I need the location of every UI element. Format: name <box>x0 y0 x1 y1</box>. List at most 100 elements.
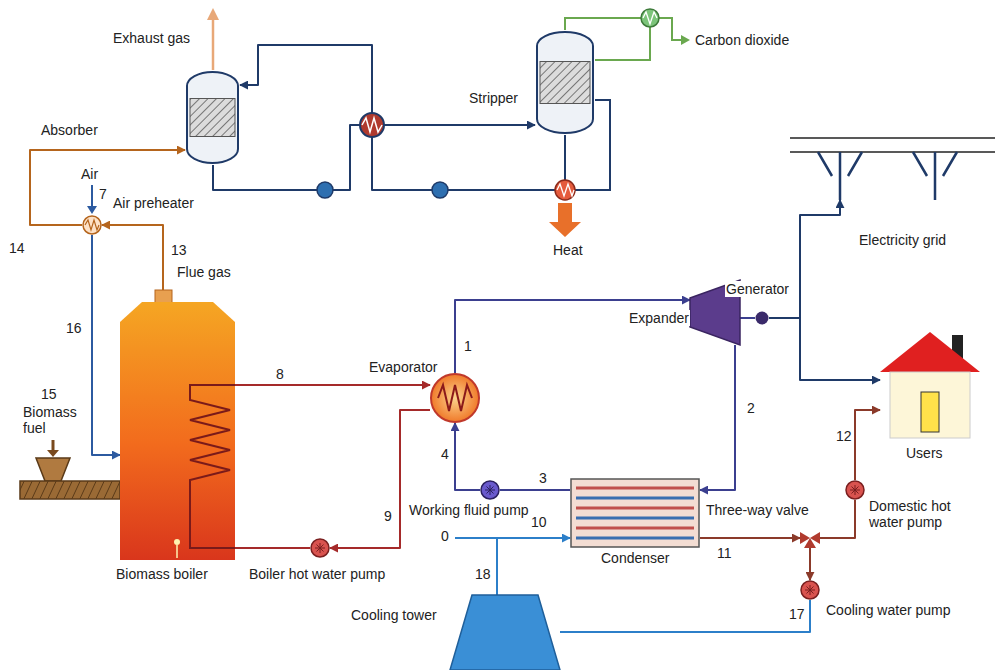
rich-solvent-pump <box>317 182 333 198</box>
component-tower: Cooling tower <box>450 595 560 670</box>
pipe-connector <box>455 423 480 490</box>
grid-pole <box>913 152 957 200</box>
component-grid: Electricity grid <box>790 130 995 200</box>
component-cond: Condenser <box>570 478 700 548</box>
stream-label: Flue gas <box>176 264 232 280</box>
component-shape <box>845 480 865 500</box>
component-house: Users <box>880 330 980 440</box>
grid-wire <box>790 137 995 139</box>
stream-label: Air <box>80 166 99 182</box>
grid-wire <box>790 151 995 153</box>
component-shape <box>570 478 700 548</box>
pipe-connector <box>455 300 690 373</box>
component-shape <box>310 538 330 558</box>
component-label: Evaporator <box>368 359 438 375</box>
condenser-tube <box>576 487 694 490</box>
pump-impeller <box>485 485 495 495</box>
screw-feeder <box>20 481 120 499</box>
fuel-arrow-line <box>52 440 55 451</box>
pipe-connector <box>809 548 811 580</box>
component-shape <box>430 373 480 423</box>
component-evap: Evaporator <box>430 373 480 423</box>
state-point-number: 9 <box>383 508 393 524</box>
component-pumpR: Domestic hot water pump <box>845 480 865 500</box>
component-label: Absorber <box>40 122 99 138</box>
pump-body <box>481 481 499 499</box>
pipe-connector <box>500 489 570 491</box>
component-label: Boiler hot water pump <box>248 566 386 582</box>
column-packing <box>190 99 235 137</box>
reboiler-coil <box>557 184 574 196</box>
stream-label: Exhaust gas <box>112 30 191 46</box>
component-label: Generator <box>725 281 790 297</box>
cooling-water-inlet <box>455 537 497 539</box>
pipe-connector <box>740 317 755 319</box>
co2-pipe <box>565 18 641 30</box>
house-roof <box>880 332 980 372</box>
condenser-tube <box>576 507 694 510</box>
stream-label: Biomass fuel <box>22 404 86 436</box>
reboiler <box>555 180 575 200</box>
column-shell <box>537 32 593 133</box>
pipe-connector <box>330 410 430 548</box>
pipe-connector <box>560 600 810 632</box>
pump-body <box>801 581 819 599</box>
state-point-number: 16 <box>65 320 83 336</box>
boiler-body <box>120 302 235 560</box>
component-label: Users <box>905 445 944 461</box>
component-shape <box>535 30 595 135</box>
pipe-connector <box>30 150 185 225</box>
pipe-connector <box>235 547 310 549</box>
component-label: Cooling water pump <box>825 602 952 618</box>
component-label: Expander <box>628 310 690 326</box>
state-point-number: 4 <box>440 446 450 462</box>
house-door <box>921 392 939 432</box>
pipe-connector <box>820 500 855 538</box>
pipe-connector <box>769 318 880 380</box>
pipe-connector <box>235 384 430 386</box>
state-point-number: 2 <box>746 400 756 416</box>
co2-condenser-coil <box>643 12 657 24</box>
pipe-connector <box>240 45 565 190</box>
component-shape <box>82 215 102 235</box>
pipe-connector <box>497 538 570 595</box>
component-label: Working fluid pump <box>408 502 530 518</box>
valve-body <box>804 538 816 548</box>
component-shape <box>800 528 820 548</box>
condenser-tube <box>576 527 694 530</box>
state-point-number: 17 <box>788 606 806 622</box>
fuel-hopper <box>36 458 70 481</box>
component-shape <box>120 290 235 560</box>
stream-label: Carbon dioxide <box>694 32 790 48</box>
component-label: Biomass boiler <box>115 566 209 582</box>
component-vessel: Stripper <box>535 30 595 135</box>
preheater-body <box>83 216 101 234</box>
component-vessel: Absorber <box>185 70 240 165</box>
column-packing <box>540 62 590 104</box>
boiler-chimney <box>155 290 172 304</box>
state-point-number: 8 <box>275 366 285 382</box>
component-label: Air preheater <box>112 195 195 211</box>
solvent-heat-exchanger <box>360 113 384 137</box>
component-label: Stripper <box>468 90 519 106</box>
burner <box>174 539 180 545</box>
pipe-connector <box>855 410 880 480</box>
lean-solvent-pump <box>432 182 448 198</box>
component-pumpP: Working fluid pump <box>480 480 500 500</box>
state-point-number: 0 <box>440 528 450 544</box>
state-point-number: 12 <box>835 428 853 444</box>
grid-pole <box>818 152 862 200</box>
component-shape <box>755 311 769 325</box>
state-point-number: 1 <box>463 338 473 354</box>
component-boiler: Biomass boiler <box>120 290 235 560</box>
fuel-arrow <box>47 450 59 457</box>
state-point-number: 15 <box>40 386 58 402</box>
column-shell <box>187 72 238 163</box>
state-point-number: 14 <box>8 240 26 256</box>
preheater-coil <box>85 220 99 230</box>
boiler-coil <box>190 385 235 548</box>
state-point-number: 3 <box>538 470 548 486</box>
pipe-connector <box>700 345 735 490</box>
